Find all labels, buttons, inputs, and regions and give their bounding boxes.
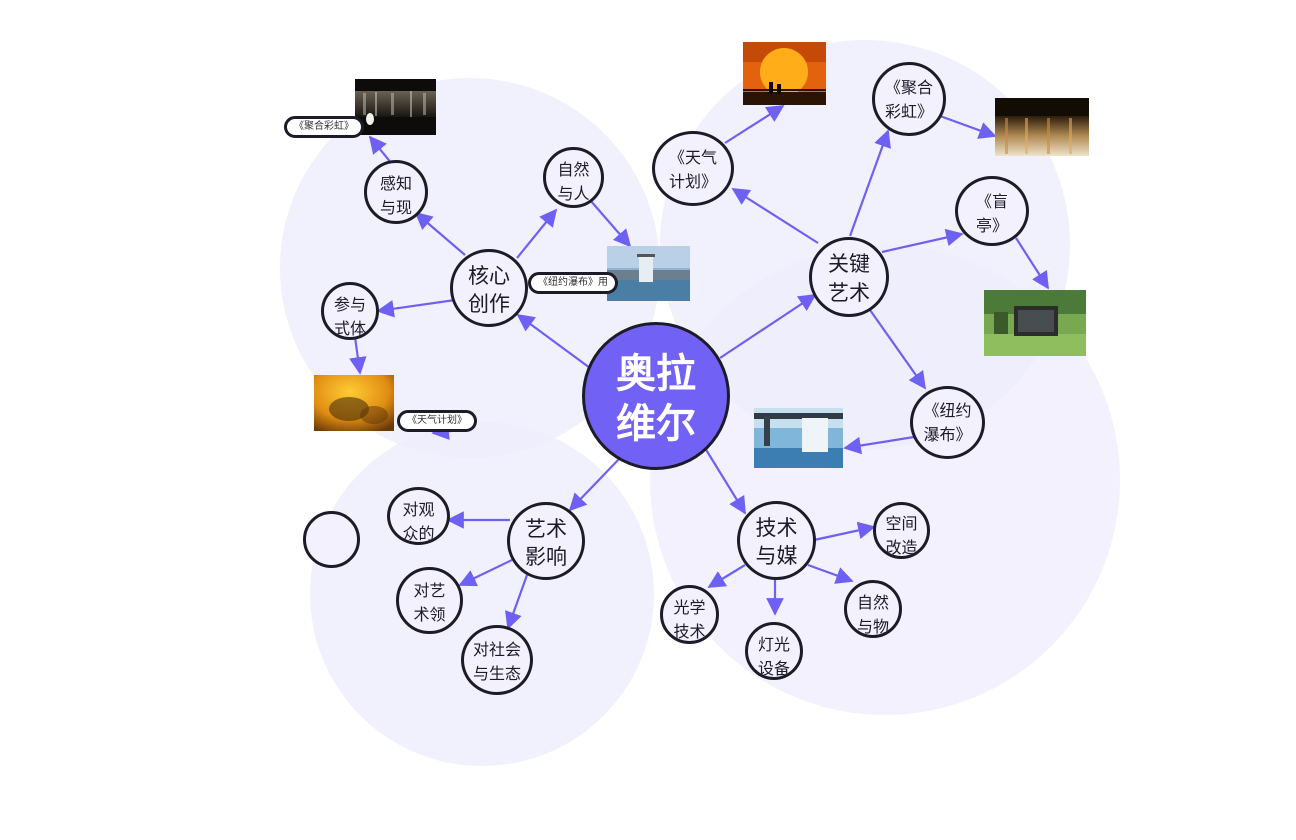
node-on-art-field[interactable]: 对艺术领 <box>396 567 463 634</box>
waterfall-photo-small <box>607 246 690 301</box>
node-nature-people-label: 自然与人 <box>557 160 590 203</box>
node-blind-pavilion[interactable]: 《盲亭》 <box>955 176 1029 246</box>
node-on-art-field-label: 对艺术领 <box>413 581 446 624</box>
node-lighting-label: 灯光设备 <box>757 635 790 678</box>
rainbow-photo-left <box>355 79 436 135</box>
weather-photo-left <box>314 375 394 431</box>
node-core-creation[interactable]: 核心创作 <box>450 249 528 327</box>
node-art-impact[interactable]: 艺术影响 <box>507 502 585 580</box>
node-nyc-waterfalls[interactable]: 《纽约瀑布》 <box>910 386 985 459</box>
node-optics[interactable]: 光学技术 <box>660 585 719 644</box>
chip-rainbow[interactable]: 《聚合彩虹》 <box>284 116 364 138</box>
node-blind-pavilion-label: 《盲亭》 <box>975 192 1008 235</box>
node-on-audience[interactable]: 对观众的 <box>387 487 450 545</box>
node-key-artworks[interactable]: 关键艺术 <box>809 237 889 317</box>
node-empty[interactable] <box>303 511 360 568</box>
node-nyc-waterfalls-label: 《纽约瀑布》 <box>923 401 972 444</box>
chip-waterfalls[interactable]: 《纽约瀑布》用 <box>528 272 618 294</box>
node-optics-label: 光学技术 <box>673 598 706 641</box>
node-weather-project[interactable]: 《天气计划》 <box>652 131 734 206</box>
node-on-society-label: 对社会与生态 <box>472 640 521 683</box>
node-natural-materials-label: 自然与物 <box>856 593 889 636</box>
node-lighting[interactable]: 灯光设备 <box>745 622 803 680</box>
node-convergent-rainbow-label: 《聚合彩虹》 <box>884 78 933 121</box>
node-key-artworks-label: 关键艺术 <box>828 252 870 305</box>
node-space-transform[interactable]: 空间改造 <box>873 502 930 559</box>
pavilion-photo <box>984 290 1086 356</box>
node-perception[interactable]: 感知与现 <box>364 160 428 224</box>
rainbow-photo-right <box>995 98 1089 156</box>
node-tech-media[interactable]: 技术与媒 <box>737 501 816 580</box>
node-natural-materials[interactable]: 自然与物 <box>844 580 902 638</box>
node-on-society[interactable]: 对社会与生态 <box>461 625 533 695</box>
sun-photo <box>743 42 826 105</box>
node-participation-label: 参与式体 <box>333 295 366 338</box>
node-on-audience-label: 对观众的 <box>402 500 435 543</box>
waterfall-photo-large <box>754 408 843 468</box>
node-nature-people[interactable]: 自然与人 <box>543 147 604 208</box>
node-space-transform-label: 空间改造 <box>885 514 918 557</box>
center-node-label: 奥拉维尔 <box>616 351 696 447</box>
node-weather-project-label: 《天气计划》 <box>668 148 717 191</box>
node-perception-label: 感知与现 <box>379 174 412 217</box>
node-art-impact-label: 艺术影响 <box>525 517 567 569</box>
chip-weather[interactable]: 《天气计划》 <box>397 410 477 432</box>
node-core-creation-label: 核心创作 <box>468 264 510 316</box>
node-tech-media-label: 技术与媒 <box>755 516 798 568</box>
node-convergent-rainbow[interactable]: 《聚合彩虹》 <box>872 62 946 136</box>
connector-lines <box>349 105 1049 630</box>
center-node[interactable]: 奥拉维尔 <box>582 322 730 470</box>
node-participation[interactable]: 参与式体 <box>321 282 379 340</box>
